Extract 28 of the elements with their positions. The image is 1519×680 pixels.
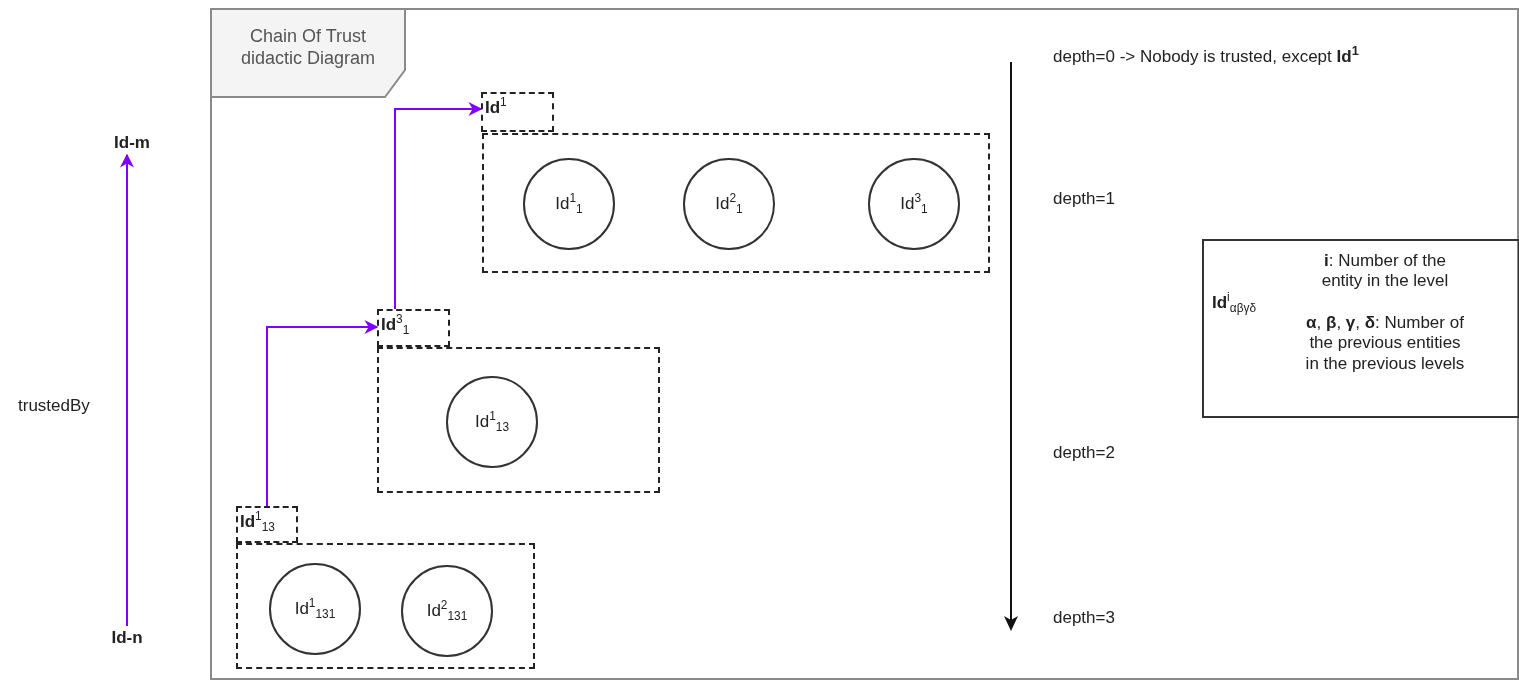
entity-circle [523,158,615,250]
entity-circle [446,376,538,468]
level-tab [236,506,298,543]
depth-label: depth=0 -> Nobody is trusted, except Id$^{1}$ [1053,47,1359,67]
level-box [377,347,660,493]
entity-circle [401,565,493,657]
notation-text: α, β, γ, δ: Number of the previous entities in the previous levels [1304,313,1466,375]
arrow [120,153,134,627]
entity-circle [868,158,960,250]
endpoint-label: Id-m [100,131,164,155]
notation-text: i: Number of the entity in the level [1320,251,1450,292]
frame-title: Chain Of Trust didactic Diagram [239,26,377,70]
entity-circle [269,563,361,655]
diagram-frame [210,8,1519,680]
depth-label: depth=1 [1053,189,1115,209]
depth-label: depth=2 [1053,443,1115,463]
arrow [266,320,379,507]
depth-label: depth=3 [1053,608,1115,628]
level-tab [481,92,554,132]
arrow [394,102,483,310]
level-box [236,543,535,669]
edge-label: trustedBy [18,396,90,416]
level-tab [377,309,450,347]
level-box [482,133,990,273]
endpoint-label: Id-n [100,626,154,650]
level-label: Id$^{1}$ [485,98,507,119]
notation-box [1202,239,1519,418]
entity-circle [683,158,775,250]
